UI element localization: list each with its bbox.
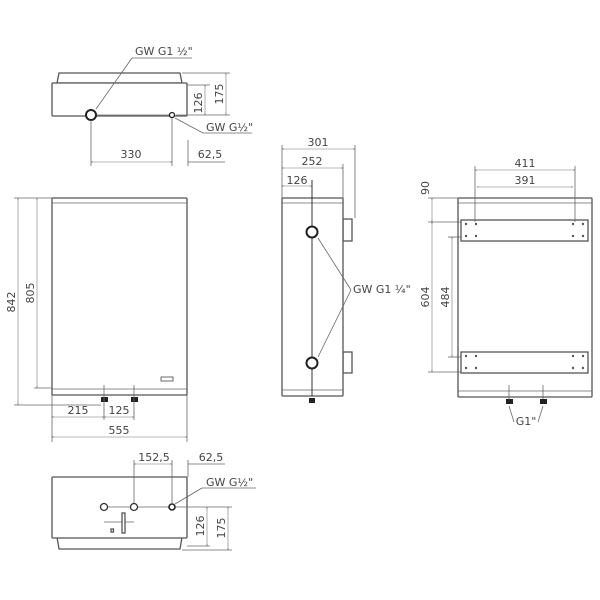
dim-330: 330	[121, 148, 142, 161]
dim-175-bottom: 175	[215, 518, 228, 539]
connection-lower	[305, 356, 319, 370]
dim-301: 301	[308, 136, 329, 149]
wall-bracket	[56, 72, 183, 84]
dim-152-5: 152,5	[138, 451, 170, 464]
dim-411: 411	[515, 157, 536, 170]
brand-badge	[160, 376, 174, 382]
connector-right	[131, 397, 138, 402]
dim-805: 805	[24, 283, 37, 304]
dim-125: 125	[109, 404, 130, 417]
tank-front-outline	[51, 197, 188, 396]
dim-484: 484	[439, 287, 452, 308]
dim-555: 555	[109, 424, 130, 437]
front-view: 842 805 215 125 555	[5, 197, 188, 442]
dim-391: 391	[515, 174, 536, 187]
dim-62-5: 62,5	[198, 148, 223, 161]
dim-604: 604	[419, 287, 432, 308]
tank-bottom-outline	[51, 476, 188, 539]
dim-842: 842	[5, 292, 18, 313]
mounting-bracket-lower	[460, 351, 589, 374]
label-inlet-large: GW G1 ½"	[135, 45, 193, 58]
tank-back-outline	[457, 197, 593, 398]
mounting-bracket-upper	[460, 219, 589, 242]
top-view: GW G1 ½" GW G½" 126 175 330 62,5	[51, 45, 253, 166]
label-inlet-small-bottom: GW G½"	[206, 476, 253, 489]
dim-62-5-bottom: 62,5	[199, 451, 224, 464]
side-view: GW G1 ¼" 301 252 126	[281, 136, 411, 403]
wall-bracket-bottom	[56, 536, 183, 550]
dim-90: 90	[419, 181, 432, 195]
connector-left	[101, 397, 108, 402]
dim-215: 215	[68, 404, 89, 417]
dim-126: 126	[192, 93, 205, 114]
dim-126-bottom: 126	[194, 516, 207, 537]
label-inlet-small: GW G½"	[206, 121, 253, 134]
label-connections: GW G1 ¼"	[353, 283, 411, 296]
inlet-large-circle	[85, 109, 97, 121]
inlet-small-circle	[168, 111, 176, 119]
back-view: G1" 411 391 90 604 484	[419, 157, 593, 428]
tank-top-outline	[51, 82, 188, 117]
dim-126-side: 126	[287, 174, 308, 187]
dim-175: 175	[213, 84, 226, 105]
connection-upper	[305, 225, 319, 239]
bottom-view: 152,5 62,5 GW G½" 126 175	[51, 451, 256, 551]
label-g1: G1"	[516, 415, 537, 428]
dim-252: 252	[302, 155, 323, 168]
